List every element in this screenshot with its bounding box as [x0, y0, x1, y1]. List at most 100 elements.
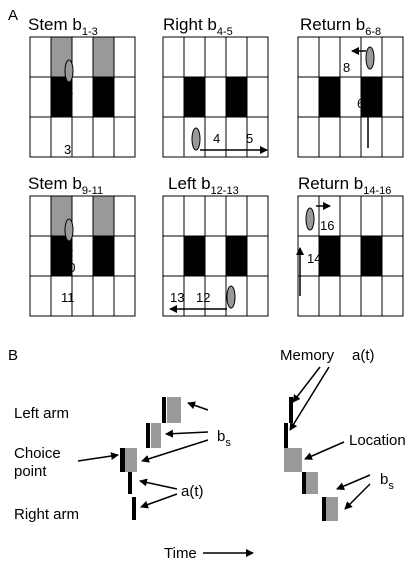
maze-cell	[29, 36, 52, 78]
maze-cell	[225, 195, 248, 237]
maze-title-return-2: Return b14-16	[298, 174, 391, 197]
maze-title-left: Left b12-13	[168, 174, 239, 197]
rat-icon	[365, 46, 375, 70]
maze-stem-1-overlay: 2 3	[64, 59, 74, 157]
maze-cell	[360, 116, 383, 158]
maze-cell	[29, 275, 52, 317]
maze-cell	[71, 195, 94, 237]
bs-right-label: bs	[380, 471, 394, 492]
maze-cell	[92, 36, 115, 78]
maze-cell	[204, 76, 227, 118]
maze-cell	[92, 195, 115, 237]
bs-bar	[125, 448, 137, 472]
maze-cell	[381, 275, 404, 317]
maze-cell	[339, 235, 362, 277]
maze-cell	[246, 195, 269, 237]
panel-a-label: A	[8, 7, 18, 24]
memory-label: Memory	[280, 347, 335, 364]
rat-icon	[226, 285, 236, 309]
maze-title-stem-1: Stem b1-3	[28, 15, 98, 38]
maze-grid	[297, 195, 404, 317]
step-number: 6	[357, 96, 364, 111]
bs-bar	[167, 397, 181, 423]
maze-cell	[162, 76, 185, 118]
maze-cell	[339, 275, 362, 317]
step-number: 10	[61, 260, 75, 275]
row-label-left-arm: Left arm	[14, 405, 69, 422]
maze-cell	[183, 195, 206, 237]
maze-cell	[318, 36, 341, 78]
location-label: Location	[349, 432, 406, 449]
maze-cell	[113, 76, 136, 118]
maze-cell	[381, 76, 404, 118]
maze-cell	[381, 116, 404, 158]
step-number: 13	[170, 290, 184, 305]
bs-bar	[326, 497, 338, 521]
activity-bar	[284, 423, 288, 448]
maze-cell	[183, 76, 206, 118]
maze-cell	[113, 116, 136, 158]
activity-bar	[162, 397, 166, 423]
maze-cell	[113, 235, 136, 277]
maze-cell	[29, 116, 52, 158]
activity-bar	[132, 497, 136, 520]
maze-cell	[92, 275, 115, 317]
maze-cell	[360, 235, 383, 277]
maze-cell	[339, 195, 362, 237]
maze-right-overlay: 4 5	[191, 127, 268, 154]
maze-cell	[246, 235, 269, 277]
maze-cell	[113, 275, 136, 317]
maze-cell	[381, 235, 404, 277]
right-annotations: Memory a(t) Location bs	[280, 347, 406, 510]
row-label-right-arm: Right arm	[14, 506, 79, 523]
maze-cell	[360, 195, 383, 237]
bs-label: bs	[217, 428, 231, 449]
step-number: 3	[64, 142, 71, 157]
left-annotations: bs a(t)	[77, 401, 231, 509]
rat-icon	[191, 127, 201, 151]
maze-cell	[297, 275, 320, 317]
maze-cell	[225, 116, 248, 158]
maze-cell	[297, 36, 320, 78]
maze-cell	[381, 36, 404, 78]
step-number: 2	[64, 101, 71, 116]
maze-cell	[204, 195, 227, 237]
maze-cell	[225, 235, 248, 277]
at-label: a(t)	[181, 483, 204, 500]
rat-icon	[305, 207, 315, 231]
step-number: 16	[320, 218, 334, 233]
row-label-point: point	[14, 463, 47, 480]
maze-cell	[113, 36, 136, 78]
maze-cell	[71, 116, 94, 158]
maze-cell	[297, 76, 320, 118]
activity-bar	[146, 423, 150, 448]
activity-bar	[322, 497, 326, 521]
maze-cell	[71, 36, 94, 78]
maze-cell	[297, 116, 320, 158]
rat-icon	[64, 59, 74, 83]
rat-icon	[64, 218, 74, 242]
activity-bar	[120, 448, 125, 472]
bs-bar	[284, 448, 302, 472]
maze-cell	[318, 235, 341, 277]
maze-cell	[71, 275, 94, 317]
maze-cell	[162, 235, 185, 277]
maze-cell	[225, 36, 248, 78]
maze-cell	[204, 36, 227, 78]
row-label-choice: Choice	[14, 445, 61, 462]
maze-cell	[92, 116, 115, 158]
maze-cell	[29, 195, 52, 237]
activity-bar	[302, 472, 306, 494]
bs-bar	[151, 423, 161, 448]
maze-cell	[92, 76, 115, 118]
maze-cell	[71, 76, 94, 118]
maze-return-2-overlay: 16 14	[296, 202, 334, 296]
sequence-left	[120, 397, 181, 520]
maze-cell	[92, 235, 115, 277]
maze-cell	[318, 116, 341, 158]
maze-grid	[162, 195, 269, 317]
maze-grid	[29, 36, 136, 158]
maze-cell	[183, 36, 206, 78]
step-number: 8	[343, 60, 350, 75]
maze-grid	[162, 36, 269, 158]
